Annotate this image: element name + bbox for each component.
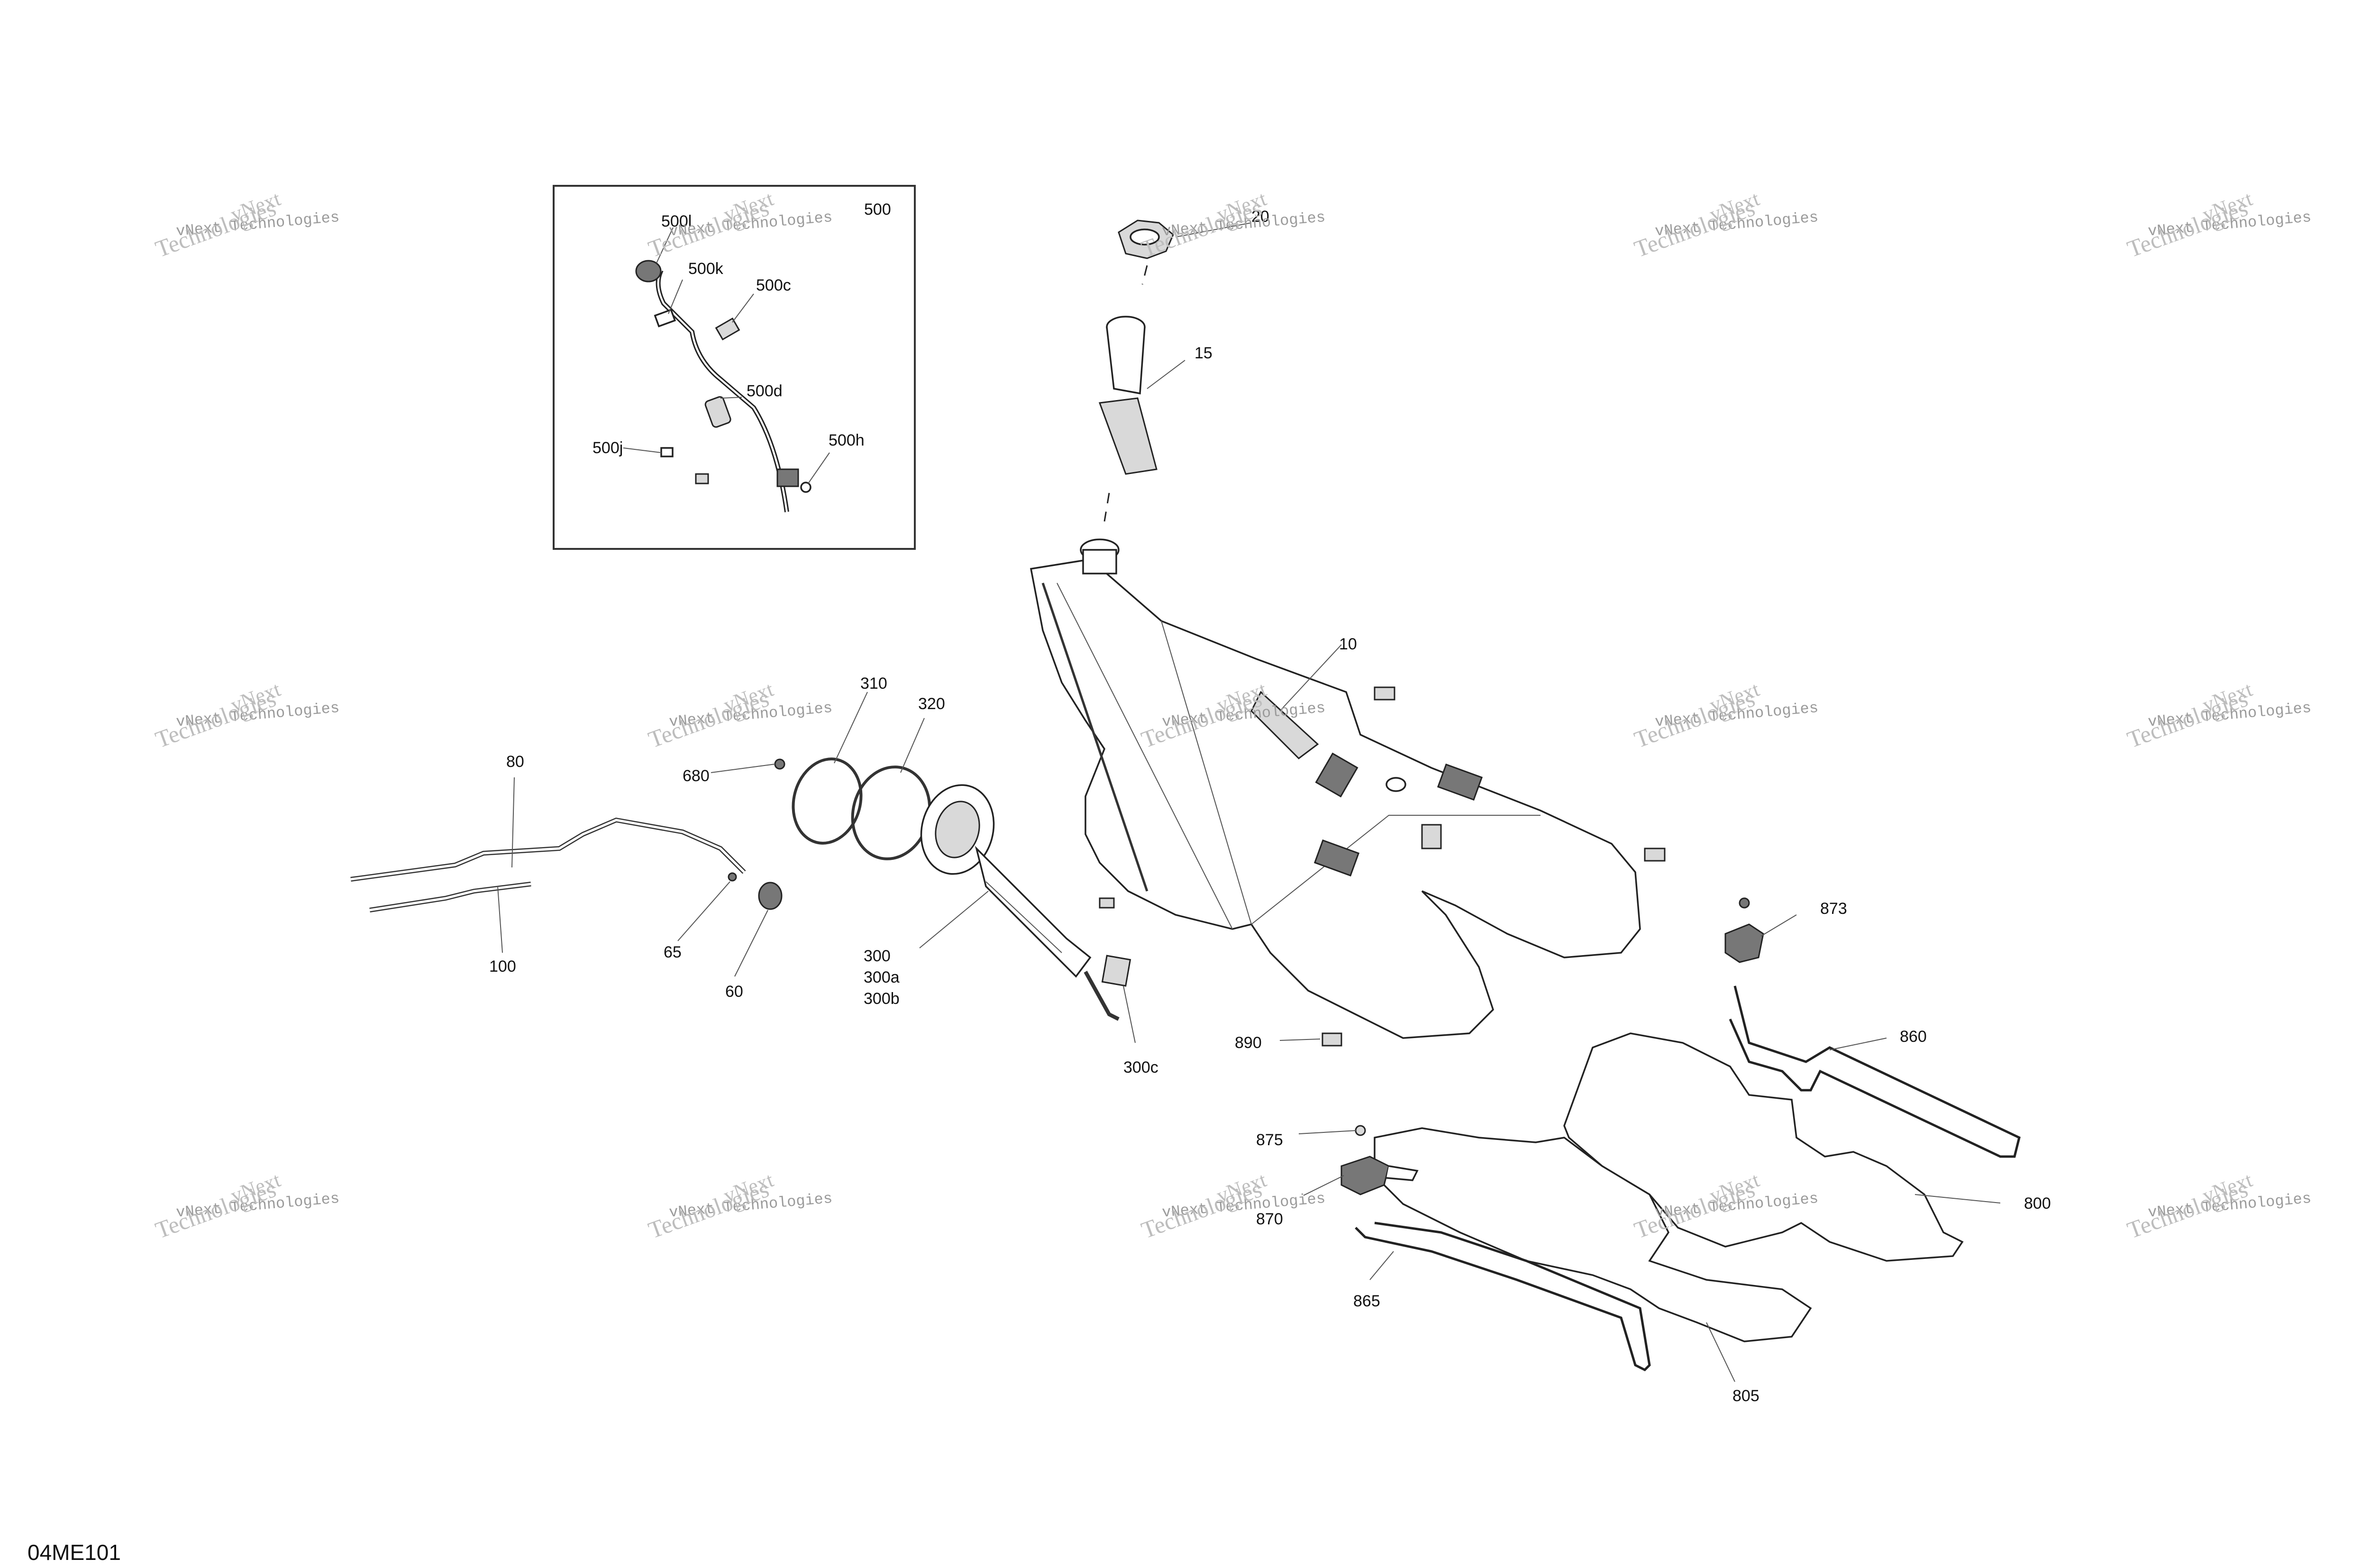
leader-lines bbox=[497, 222, 2001, 1382]
label-300b: 300b bbox=[864, 990, 900, 1008]
label-300: 300 bbox=[864, 947, 891, 965]
watermark: vNext vNext Technologies Technologies bbox=[1138, 677, 1360, 789]
watermark: vNext vNext Technologies Technologies bbox=[152, 187, 374, 299]
label-500h: 500h bbox=[829, 431, 865, 449]
watermark: vNext vNext Technologies Technologies bbox=[2124, 677, 2346, 789]
fuel-cap bbox=[1118, 219, 1174, 259]
label-500: 500 bbox=[864, 201, 891, 219]
watermark: vNext vNext Technologies Technologies bbox=[1138, 187, 1360, 299]
fuel-tank bbox=[1030, 538, 1666, 1047]
label-860: 860 bbox=[1900, 1028, 1927, 1046]
label-20: 20 bbox=[1251, 208, 1269, 226]
label-500j: 500j bbox=[592, 439, 623, 457]
heat-shield-805 bbox=[1374, 1127, 1812, 1342]
diagram-code: 04ME101 bbox=[27, 1540, 121, 1565]
label-320: 320 bbox=[918, 695, 945, 713]
fuel-pump bbox=[920, 784, 1131, 1021]
clip-870 bbox=[1340, 1125, 1419, 1195]
label-870: 870 bbox=[1256, 1210, 1283, 1228]
label-65: 65 bbox=[664, 943, 682, 961]
watermark: vNext vNext Technologies Technologies bbox=[1631, 1168, 1853, 1280]
watermark: vNext vNext Technologies Technologies bbox=[1631, 677, 1853, 789]
label-300c: 300c bbox=[1123, 1058, 1158, 1076]
cap-axis bbox=[1141, 265, 1148, 285]
watermark: vNext vNext Technologies Technologies bbox=[1138, 1168, 1360, 1280]
label-865: 865 bbox=[1353, 1292, 1380, 1310]
label-890: 890 bbox=[1235, 1034, 1262, 1052]
inset-leaders bbox=[623, 227, 830, 484]
watermark: vNext vNext Technologies Technologies bbox=[645, 187, 867, 299]
watermark: vNext vNext Technologies Technologies bbox=[2124, 1168, 2346, 1280]
label-500k: 500k bbox=[688, 260, 723, 278]
label-680: 680 bbox=[683, 767, 710, 785]
label-300a: 300a bbox=[864, 968, 900, 986]
neck-axis bbox=[1103, 492, 1110, 522]
label-10: 10 bbox=[1339, 635, 1357, 653]
label-873: 873 bbox=[1820, 900, 1847, 918]
lock-ring-310 bbox=[792, 757, 863, 845]
bracket-865 bbox=[1355, 1222, 1651, 1372]
heat-shield-800 bbox=[1563, 1032, 1964, 1262]
label-805: 805 bbox=[1732, 1387, 1759, 1405]
label-500d: 500d bbox=[747, 382, 783, 400]
fuel-line-100 bbox=[369, 882, 531, 912]
fuel-line-80 bbox=[350, 817, 746, 882]
breather-hose-kit bbox=[635, 260, 811, 512]
connector-60 bbox=[758, 882, 783, 910]
label-310: 310 bbox=[860, 675, 887, 693]
watermark: vNext vNext Technologies Technologies bbox=[152, 677, 374, 789]
clamp-65 bbox=[728, 872, 737, 882]
label-80: 80 bbox=[506, 753, 524, 771]
inset-frame-500 bbox=[553, 185, 916, 550]
watermark: vNext vNext Technologies Technologies bbox=[2124, 187, 2346, 299]
watermark: vNext vNext Technologies Technologies bbox=[1631, 187, 1853, 299]
label-15: 15 bbox=[1194, 344, 1212, 362]
label-875: 875 bbox=[1256, 1131, 1283, 1149]
label-800: 800 bbox=[2024, 1194, 2051, 1212]
watermark: vNext vNext Technologies Technologies bbox=[152, 1168, 374, 1280]
clip-873 bbox=[1724, 897, 1764, 963]
label-500l: 500l bbox=[661, 212, 692, 230]
watermark: vNext vNext Technologies Technologies bbox=[645, 1168, 867, 1280]
watermark: vNext vNext Technologies Technologies bbox=[645, 677, 867, 789]
label-60: 60 bbox=[725, 983, 743, 1001]
label-500c: 500c bbox=[756, 276, 791, 294]
filler-neck bbox=[1098, 316, 1158, 475]
label-100: 100 bbox=[489, 957, 516, 975]
bracket-860 bbox=[1729, 985, 2021, 1158]
